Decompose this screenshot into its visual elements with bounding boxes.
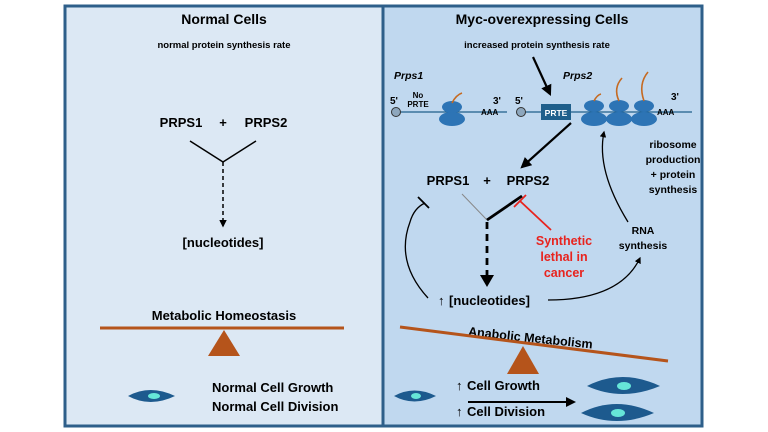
prps2-gene-label: Prps2 bbox=[563, 70, 592, 82]
prte-element-label: PRTE bbox=[545, 108, 568, 118]
balance-fulcrum-left bbox=[208, 330, 240, 356]
up-arrow-division: ↑ bbox=[456, 404, 463, 419]
balance-beam-tilted bbox=[399, 325, 669, 363]
feedback-inhibition-curve bbox=[404, 202, 429, 299]
left-merge-line-1 bbox=[189, 140, 224, 163]
cell-division-label: Cell Division bbox=[467, 404, 545, 419]
prps1-thin-merge-line bbox=[461, 193, 488, 221]
normal-cell-division-label: Normal Cell Division bbox=[212, 399, 338, 414]
rna-synthesis-line1: RNA bbox=[632, 225, 655, 237]
prps2-ribosome-3-icon bbox=[631, 71, 657, 126]
left-prps1-label: PRPS1 bbox=[160, 115, 203, 130]
prps1-five-prime: 5' bbox=[390, 96, 398, 107]
synthetic-lethal-inhibition-line bbox=[519, 200, 552, 231]
prps1-ribosome-icon bbox=[439, 92, 465, 126]
prps2-ribosome-2-icon bbox=[606, 77, 632, 126]
left-plus-sign: + bbox=[219, 115, 227, 130]
feedback-inhibition-bar bbox=[417, 196, 430, 209]
left-panel-frame bbox=[63, 4, 385, 428]
right-plus-sign: + bbox=[483, 173, 491, 188]
myc-cell-large-top-icon bbox=[587, 377, 660, 394]
myc-cell-large-bottom-icon bbox=[581, 404, 654, 421]
balance-fulcrum-right bbox=[507, 346, 539, 374]
prps2-thick-merge-line bbox=[486, 194, 523, 222]
rna-synthesis-line2: synthesis bbox=[619, 240, 668, 252]
prps2-polya-tail: AAA bbox=[657, 108, 675, 117]
prte-to-prps2-arrow bbox=[520, 122, 572, 169]
prps1-gene-label: Prps1 bbox=[394, 70, 423, 82]
synthetic-lethal-inhibition-bar bbox=[513, 194, 527, 208]
right-nucleotides-label: [nucleotides] bbox=[449, 293, 530, 308]
prps1-three-prime: 3' bbox=[493, 96, 501, 107]
right-dashed-arrowhead bbox=[480, 275, 494, 287]
synthetic-lethal-line2: lethal in bbox=[540, 250, 587, 264]
increased-rate-arrow bbox=[532, 56, 552, 96]
right-prps2-label: PRPS2 bbox=[507, 173, 550, 188]
ribosome-production-line3: + protein bbox=[651, 169, 696, 181]
nucleotides-to-rna-arrow bbox=[547, 256, 641, 301]
rna-to-ribosome-arrow bbox=[599, 130, 629, 223]
myc-cells-panel: Myc-overexpressing Cells increased prote… bbox=[381, 4, 704, 428]
normal-cell-icon bbox=[128, 390, 175, 402]
synthetic-lethal-line1: Synthetic bbox=[536, 234, 592, 248]
prte-element-box bbox=[541, 104, 571, 120]
ribosome-production-line4: synthesis bbox=[649, 184, 698, 196]
ribosome-production-line1: ribosome bbox=[649, 139, 696, 151]
left-subtitle: normal protein synthesis rate bbox=[157, 40, 290, 51]
left-merge-line-2 bbox=[222, 140, 257, 163]
ribosome-production-line2: production bbox=[646, 154, 701, 166]
cell-growth-label: Cell Growth bbox=[467, 378, 540, 393]
left-prps2-label: PRPS2 bbox=[245, 115, 288, 130]
up-arrow-nucleotides: ↑ bbox=[438, 293, 445, 308]
right-prps1-label: PRPS1 bbox=[427, 173, 470, 188]
right-title: Myc-overexpressing Cells bbox=[456, 11, 629, 27]
left-nucleotides-label: [nucleotides] bbox=[183, 235, 264, 250]
prps2-five-prime: 5' bbox=[515, 96, 523, 107]
right-panel-frame bbox=[381, 4, 704, 428]
normal-cells-panel: Normal Cells normal protein synthesis ra… bbox=[63, 4, 385, 428]
myc-cell-small-icon bbox=[394, 390, 436, 402]
prps2-three-prime: 3' bbox=[671, 92, 679, 103]
left-title: Normal Cells bbox=[181, 11, 267, 27]
synthetic-lethal-line3: cancer bbox=[544, 266, 584, 280]
no-prte-line1: No bbox=[413, 91, 424, 100]
metabolic-homeostasis-label: Metabolic Homeostasis bbox=[152, 308, 297, 323]
prps2-cap-icon bbox=[516, 107, 526, 117]
prps2-ribosome-1-icon bbox=[581, 93, 607, 126]
prps1-cap-icon bbox=[391, 107, 401, 117]
prps1-polya-tail: AAA bbox=[481, 108, 499, 117]
normal-cell-growth-label: Normal Cell Growth bbox=[212, 380, 333, 395]
right-subtitle: increased protein synthesis rate bbox=[464, 40, 610, 51]
no-prte-line2: PRTE bbox=[407, 100, 429, 109]
up-arrow-growth: ↑ bbox=[456, 378, 463, 393]
